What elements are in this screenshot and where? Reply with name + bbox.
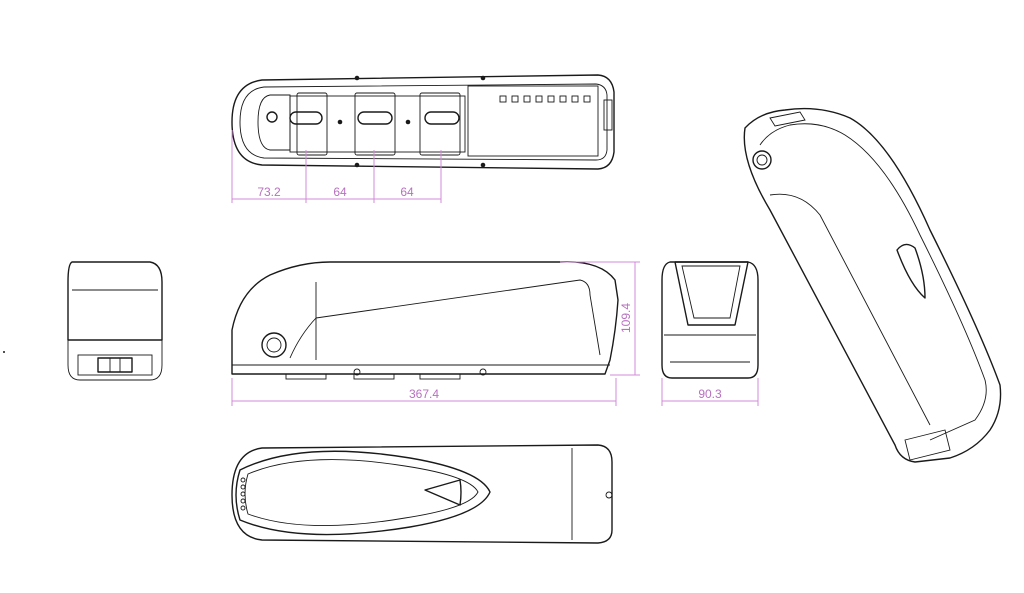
dim-width: 90.3 — [698, 387, 722, 401]
bottom-view — [231, 444, 613, 544]
left-end-view — [67, 261, 163, 381]
width-dimension: 90.3 — [661, 378, 759, 406]
dim-spacing-2: 64 — [400, 185, 414, 199]
dim-top-offset: 73.2 — [257, 185, 281, 199]
right-end-view — [661, 261, 759, 379]
stray-mark — [3, 351, 5, 353]
height-dimension: 109.4 — [560, 261, 640, 376]
top-view — [231, 74, 615, 170]
side-view — [231, 261, 619, 380]
isometric-view — [743, 107, 1002, 463]
length-dimension: 367.4 — [231, 378, 617, 406]
dim-height: 109.4 — [619, 303, 633, 333]
contact-pins — [499, 95, 591, 103]
dim-spacing-1: 64 — [333, 185, 347, 199]
top-dimensions: 73.2 64 64 — [231, 130, 442, 203]
dim-length: 367.4 — [409, 387, 439, 401]
